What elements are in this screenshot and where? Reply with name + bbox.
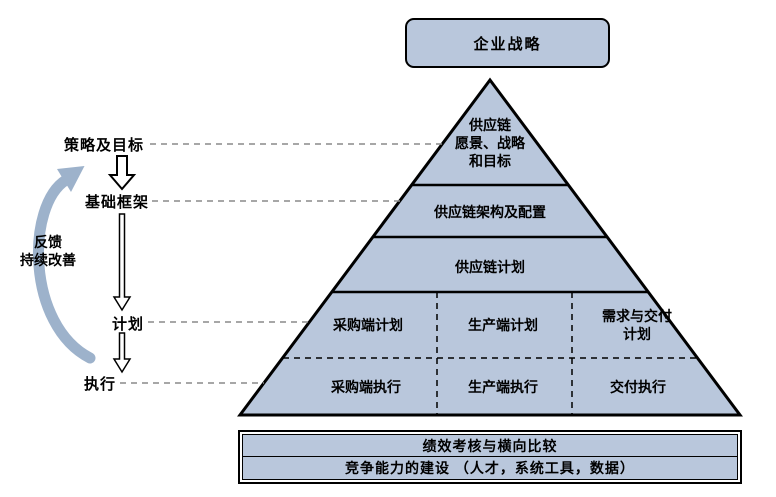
- enterprise-strategy-label: 企业战略: [473, 35, 542, 53]
- cell-delivery-execution: 交付执行: [610, 379, 666, 395]
- capability-building-label: 竞争能力的建设 （人才，系统工具，数据）: [345, 460, 635, 477]
- stage-label-plan: 计划: [112, 316, 145, 333]
- performance-review-label: 绩效考核与横向比较: [422, 437, 558, 454]
- stage-label-basic-framework: 基础框架: [85, 194, 150, 211]
- down-arrow-plan-to-execution-icon: [112, 332, 132, 374]
- cell-demand-delivery-plan: 需求与交付 计划: [602, 308, 672, 343]
- down-arrow-strategy-to-framework-icon: [107, 155, 137, 191]
- cell-procurement-execution: 采购端执行: [331, 379, 401, 395]
- stage-label-strategy-goals: 策略及目标: [64, 137, 145, 154]
- pyramid-layer-vision-label: 供应链 愿景、战略 和目标: [455, 117, 525, 170]
- feedback-curved-arrow: [32, 174, 96, 364]
- cell-procurement-plan: 采购端计划: [333, 317, 403, 333]
- performance-review-row: 绩效考核与横向比较: [242, 434, 738, 458]
- feedback-arrowhead-icon: [57, 166, 85, 192]
- cell-production-execution: 生产端执行: [468, 379, 538, 395]
- stage-label-execution: 执行: [84, 376, 117, 393]
- capability-building-row: 竞争能力的建设 （人才，系统工具，数据）: [242, 456, 738, 480]
- cell-production-plan: 生产端计划: [468, 317, 538, 333]
- pyramid-layer-architecture-label: 供应链架构及配置: [434, 204, 546, 220]
- enterprise-strategy-box: 企业战略: [405, 18, 610, 68]
- pyramid-layer-planning-label: 供应链计划: [455, 259, 525, 275]
- down-arrow-framework-to-plan-icon: [112, 213, 132, 312]
- pyramid-shape: [237, 77, 743, 417]
- bottom-foundation-box: 绩效考核与横向比较 竞争能力的建设 （人才，系统工具，数据）: [238, 430, 742, 484]
- feedback-continuous-improvement-label: 反馈 持续改善: [20, 234, 76, 269]
